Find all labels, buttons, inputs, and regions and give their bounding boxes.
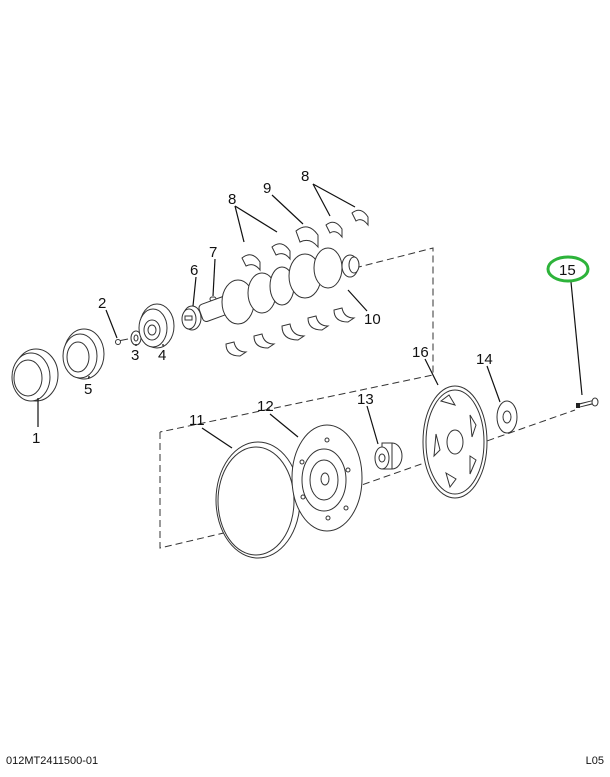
spacer-13-icon[interactable] xyxy=(374,442,403,470)
callout-4[interactable]: 4 xyxy=(158,347,166,364)
leader-lines xyxy=(37,183,583,449)
callout-14[interactable]: 14 xyxy=(476,351,493,368)
lower-bearings-icon[interactable] xyxy=(225,307,356,357)
bolt-15-icon[interactable] xyxy=(576,397,599,408)
callout-9[interactable]: 9 xyxy=(263,180,271,197)
assembly-outline-crankshaft xyxy=(159,247,434,433)
callout-1[interactable]: 1 xyxy=(32,430,40,447)
ring-gear-11-icon[interactable] xyxy=(215,441,301,559)
callout-10[interactable]: 10 xyxy=(364,311,381,328)
callout-13[interactable]: 13 xyxy=(357,391,374,408)
gear-6-icon[interactable] xyxy=(181,305,202,331)
callout-2[interactable]: 2 xyxy=(98,295,106,312)
reinforcement-plate-14-icon[interactable] xyxy=(496,400,518,434)
callout-16[interactable]: 16 xyxy=(412,344,429,361)
pulley-1-icon[interactable] xyxy=(11,348,59,402)
callout-7[interactable]: 7 xyxy=(209,244,217,261)
flywheel-16-icon[interactable] xyxy=(422,385,488,499)
damper-4-icon[interactable] xyxy=(138,303,175,349)
upper-bearings-icon[interactable] xyxy=(241,209,369,272)
flexplate-12-icon[interactable] xyxy=(291,424,363,532)
document-id: 012MT2411500-01 xyxy=(6,755,99,767)
highlighted-callout-15[interactable]: 15 xyxy=(546,255,590,283)
callout-15[interactable]: 15 xyxy=(559,262,576,279)
callout-12[interactable]: 12 xyxy=(257,398,274,415)
highlight-ring xyxy=(546,255,590,283)
callout-8b[interactable]: 8 xyxy=(301,168,309,185)
sheet-id: L05 xyxy=(585,755,604,767)
callout-11[interactable]: 11 xyxy=(189,412,205,429)
bolt-2-icon[interactable] xyxy=(115,338,129,345)
callout-3[interactable]: 3 xyxy=(131,347,139,364)
crankshaft-10-icon[interactable] xyxy=(198,247,360,325)
pulley-5-icon[interactable] xyxy=(62,328,105,380)
callout-6[interactable]: 6 xyxy=(190,262,198,279)
callout-8a[interactable]: 8 xyxy=(228,191,236,208)
callout-5[interactable]: 5 xyxy=(84,381,92,398)
